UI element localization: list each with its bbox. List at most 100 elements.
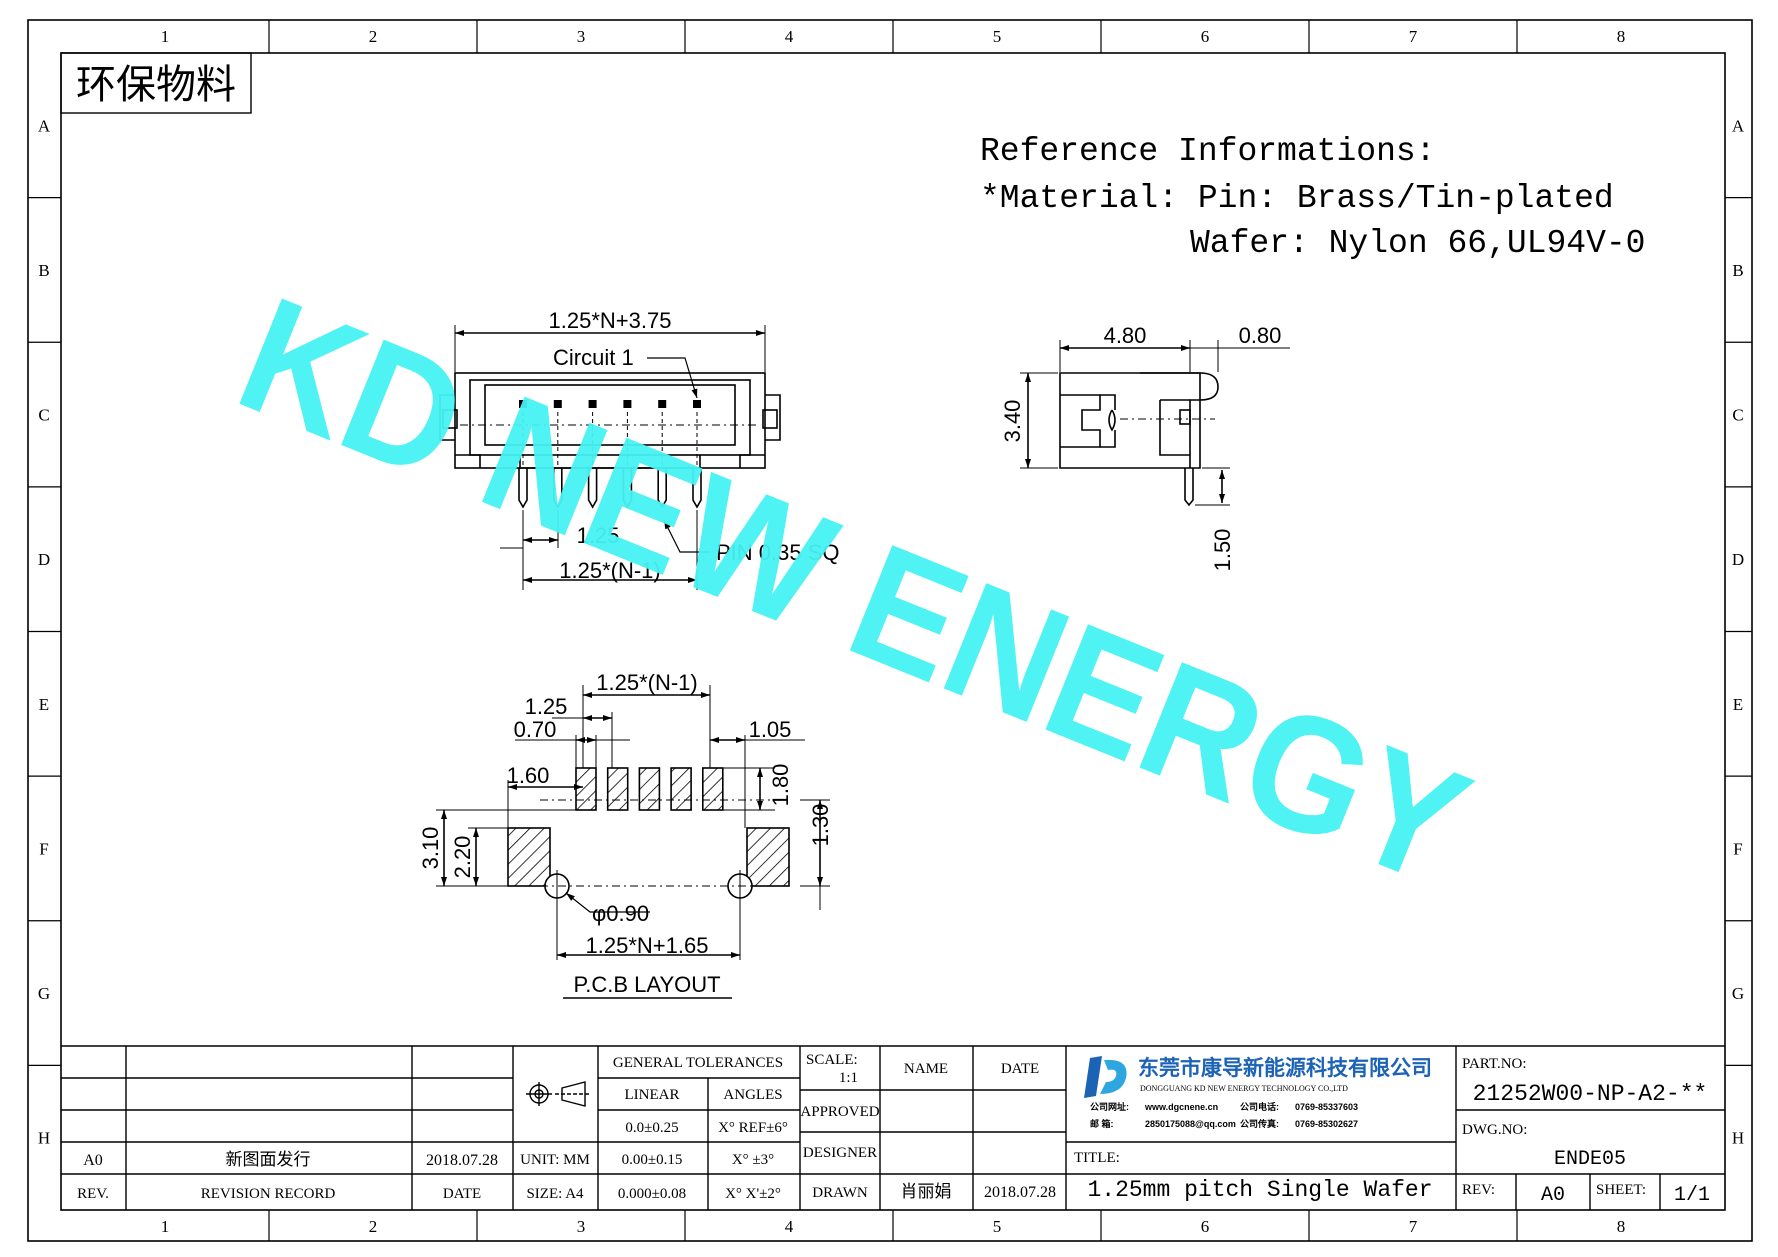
zone-column-label: 4	[785, 27, 794, 46]
title-label: TITLE:	[1074, 1150, 1120, 1166]
zone-row-label: H	[38, 1129, 50, 1148]
rev-label: REV:	[1462, 1182, 1495, 1198]
reference-info: Reference Informations: *Material: Pin: …	[980, 133, 1645, 262]
linear-tol-1: 0.0±0.25	[625, 1120, 678, 1136]
zone-column-label: 6	[1201, 1217, 1210, 1236]
zone-row-label: E	[39, 695, 49, 714]
front-overall-dim: 1.25*N+3.75	[549, 308, 672, 333]
zone-column-label: 4	[785, 1217, 794, 1236]
pin-size-label: PIN 0.35 SQ	[716, 540, 840, 565]
zone-row-label: D	[1732, 550, 1744, 569]
linear-tol-3: 0.000±0.08	[618, 1186, 686, 1202]
pcb-span-dim: 1.25*(N-1)	[596, 670, 697, 695]
title-block	[61, 1045, 1725, 1210]
zone-column-label: 1	[161, 27, 170, 46]
side-tip-dim: 0.80	[1239, 323, 1282, 348]
eco-material-stamp-text: 环保物料	[76, 62, 236, 107]
reference-heading: Reference Informations:	[980, 133, 1435, 170]
side-height-dim: 3.40	[1000, 400, 1025, 443]
date-header: DATE	[1001, 1061, 1039, 1077]
revision-rev: A0	[83, 1152, 103, 1169]
side-view	[1020, 340, 1290, 507]
company-mail-label: 邮 箱:	[1090, 1118, 1114, 1129]
company-name-en: DONGGUANG KD NEW ENERGY TECHNOLOGY CO.,L…	[1140, 1084, 1348, 1093]
pcb-caption: P.C.B LAYOUT	[573, 972, 720, 997]
pcb-overall-dim: 1.25*N+1.65	[586, 933, 709, 958]
pcb-pad-height-dim: 1.80	[768, 764, 793, 807]
revision-record-header: REVISION RECORD	[201, 1186, 336, 1202]
angle-tol-1: X° REF±6°	[718, 1120, 788, 1136]
angles-label: ANGLES	[723, 1087, 782, 1103]
zone-row-label: H	[1732, 1129, 1744, 1148]
sheet-label: SHEET:	[1596, 1182, 1646, 1198]
dwg-no-label: DWG.NO:	[1462, 1122, 1527, 1138]
company-block: 东莞市康导新能源科技有限公司 DONGGUANG KD NEW ENERGY T…	[1084, 1056, 1432, 1129]
rev-header: REV.	[77, 1186, 109, 1202]
zone-row-label: C	[38, 406, 49, 425]
zone-row-label: F	[1733, 839, 1742, 858]
side-width-dim: 4.80	[1104, 323, 1147, 348]
pcb-tab-height-dim: 2.20	[450, 836, 475, 879]
part-number: 21252W00-NP-A2-**	[1473, 1081, 1708, 1107]
approved-label: APPROVED	[800, 1104, 879, 1120]
zone-row-label: F	[39, 839, 48, 858]
zone-column-label: 6	[1201, 27, 1210, 46]
company-site: www.dgcnene.cn	[1144, 1102, 1218, 1112]
company-logo-icon	[1084, 1056, 1127, 1098]
material-pin: *Material: Pin: Brass/Tin-plated	[980, 180, 1614, 217]
zone-row-label: E	[1733, 695, 1743, 714]
side-pin-length-dim: 1.50	[1210, 529, 1235, 572]
date-column-header: DATE	[443, 1186, 481, 1202]
pcb-layout	[436, 685, 830, 999]
zone-row-label: G	[1732, 984, 1744, 1003]
designer-label: DESIGNER	[803, 1145, 877, 1161]
zone-column-label: 3	[577, 1217, 586, 1236]
revision-date: 2018.07.28	[426, 1152, 498, 1169]
pcb-right-height-dim: 1.30	[808, 804, 833, 847]
zone-row-label: B	[38, 261, 49, 280]
circuit-one-label: Circuit 1	[553, 345, 634, 370]
eco-material-stamp: 环保物料	[60, 52, 252, 114]
zone-row-label: A	[1732, 116, 1745, 135]
scale-value: 1:1	[839, 1070, 858, 1086]
drawn-label: DRAWN	[812, 1185, 868, 1201]
drawing-title: 1.25mm pitch Single Wafer	[1087, 1177, 1432, 1203]
zone-column-label: 7	[1409, 27, 1418, 46]
company-fax: 0769-85302627	[1295, 1119, 1358, 1129]
zone-row-label: A	[38, 116, 51, 135]
front-pitch-dim: 1.25	[577, 523, 620, 548]
unit-label: UNIT: MM	[520, 1152, 590, 1168]
pcb-pitch-dim: 1.25	[525, 694, 568, 719]
angle-tol-2: X° ±3°	[732, 1152, 774, 1168]
linear-label: LINEAR	[625, 1087, 680, 1103]
zone-column-label: 5	[993, 1217, 1002, 1236]
rev-value: A0	[1541, 1184, 1565, 1207]
general-tolerances-label: GENERAL TOLERANCES	[613, 1055, 783, 1071]
pcb-tab-offset-dim: 1.60	[507, 763, 550, 788]
name-header: NAME	[904, 1061, 948, 1077]
material-wafer: Wafer: Nylon 66,UL94V-0	[1190, 225, 1645, 262]
pcb-hole-dim: φ0.90	[592, 901, 649, 926]
zone-row-label: C	[1732, 406, 1743, 425]
zone-row-label: B	[1732, 261, 1743, 280]
drawn-date: 2018.07.28	[984, 1184, 1056, 1201]
pcb-total-height-dim: 3.10	[418, 827, 443, 870]
size-label: SIZE: A4	[526, 1186, 584, 1202]
company-site-label: 公司网址:	[1090, 1101, 1129, 1112]
part-no-label: PART.NO:	[1462, 1056, 1527, 1072]
company-tel: 0769-85337603	[1295, 1102, 1358, 1112]
front-view	[439, 325, 781, 590]
watermark: KD NEW ENERGY	[217, 262, 1491, 920]
linear-tol-2: 0.00±0.15	[622, 1152, 683, 1168]
drawing-number: ENDE05	[1554, 1148, 1626, 1171]
company-name-cn: 东莞市康导新能源科技有限公司	[1138, 1056, 1432, 1080]
company-mail: 2850175088@qq.com	[1145, 1119, 1236, 1129]
front-span-dim: 1.25*(N-1)	[559, 558, 660, 583]
zone-column-label: 8	[1617, 1217, 1626, 1236]
pcb-pad-width-dim: 0.70	[514, 717, 557, 742]
zone-row-label: G	[38, 984, 50, 1003]
angle-tol-3: X° X'±2°	[725, 1186, 781, 1202]
company-fax-label: 公司传真:	[1240, 1118, 1279, 1129]
zone-column-label: 5	[993, 27, 1002, 46]
